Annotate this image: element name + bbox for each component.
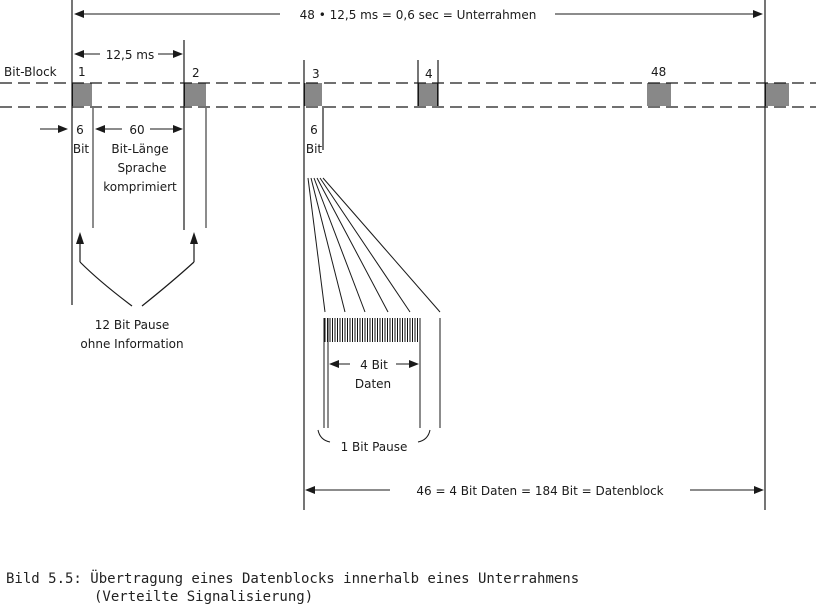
interval-dimension: 12,5 ms	[74, 40, 185, 230]
bit-length-line1: Bit-Länge	[111, 142, 168, 156]
six-bit-a-number: 6	[76, 123, 84, 137]
block-number-2: 2	[192, 66, 200, 80]
caption-line-2: (Verteilte Signalisierung)	[94, 589, 313, 605]
sixty-label: 60	[129, 123, 144, 137]
four-bit-label: 4 Bit	[360, 358, 388, 372]
six-bit-b-number: 6	[310, 123, 318, 137]
data-label: Daten	[355, 377, 391, 391]
bit-length-line2: Sprache	[117, 161, 166, 175]
caption-line-1: Bild 5.5: Übertragung eines Datenblocks …	[6, 569, 579, 587]
bottom-span-label: 46 = 4 Bit Daten = 184 Bit = Datenblock	[416, 484, 663, 498]
top-span-label: 48 • 12,5 ms = 0,6 sec = Unterrahmen	[300, 8, 537, 22]
pause-label-line1: 12 Bit Pause	[95, 318, 169, 332]
six-bit-dimension: 6 Bit	[40, 123, 89, 156]
bit-block-4-hatch	[418, 83, 438, 106]
bit-block-next-hatch	[765, 83, 789, 106]
bit-block-48-hatch	[647, 83, 671, 106]
expansion-fan-lines	[307, 177, 441, 313]
frame-dashed-lines	[0, 82, 816, 108]
expanded-block-frame: 4 Bit Daten 1 Bit Pause	[317, 318, 441, 454]
bit-length-line3: komprimiert	[103, 180, 177, 194]
one-bit-pause-label: 1 Bit Pause	[341, 440, 408, 454]
block-number-1: 1	[78, 65, 86, 79]
six-bit-a-unit: Bit	[73, 142, 90, 156]
pause-label-line2: ohne Information	[80, 337, 183, 351]
bit-block-1-hatch	[72, 83, 92, 106]
sixty-bit-dimension: 60 Bit-Länge Sprache komprimiert	[95, 123, 183, 194]
six-bit-b-unit: Bit	[306, 142, 323, 156]
bit-block-3-hatch	[304, 83, 322, 106]
top-span-dimension: 48 • 12,5 ms = 0,6 sec = Unterrahmen	[71, 0, 766, 510]
interval-label: 12,5 ms	[106, 48, 154, 62]
block-number-3: 3	[312, 67, 320, 81]
pause-pointer-arrows: 12 Bit Pause ohne Information	[76, 232, 198, 351]
bit-block-label: Bit-Block	[4, 65, 57, 79]
block-number-48: 48	[651, 65, 666, 79]
block-number-4: 4	[425, 67, 433, 81]
expanded-data-hatch	[324, 318, 418, 342]
bit-block-2-hatch	[184, 83, 206, 106]
bottom-span-dimension: 46 = 4 Bit Daten = 184 Bit = Datenblock	[305, 484, 764, 498]
